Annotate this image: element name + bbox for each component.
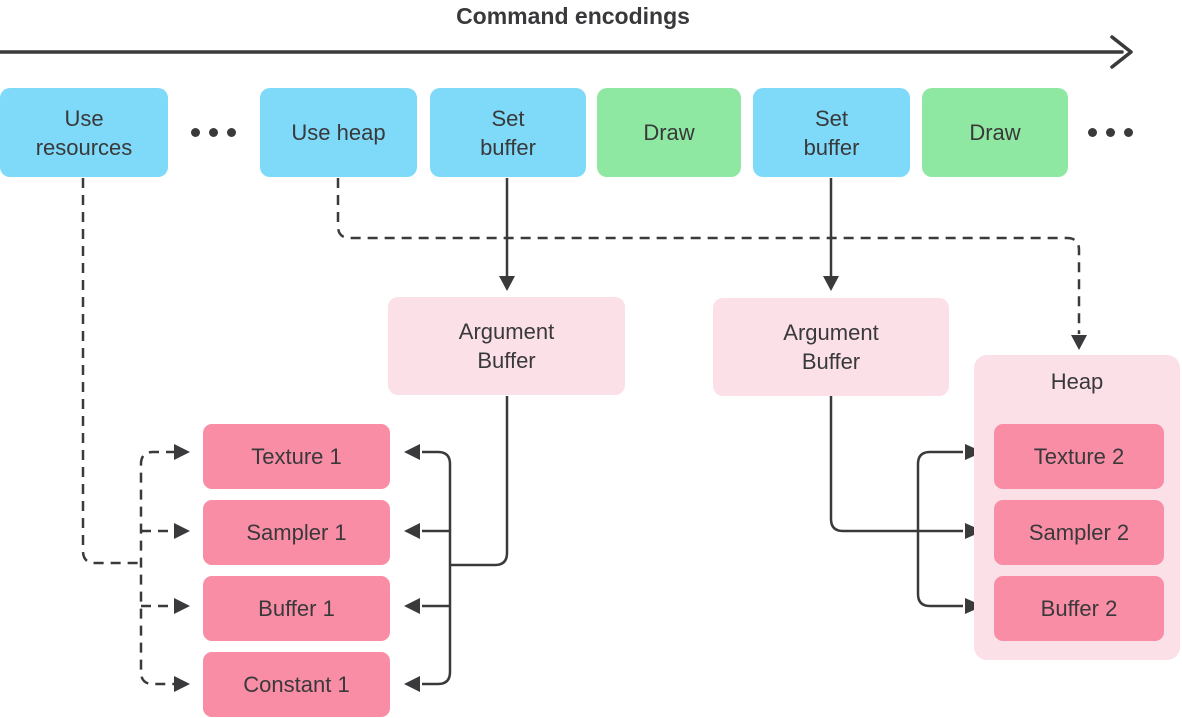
draw-1-command-box: Draw bbox=[597, 88, 741, 177]
buffer-1-box: Buffer 1 bbox=[203, 576, 390, 641]
sampler-1-box: Sampler 1 bbox=[203, 500, 390, 565]
draw-2-command-box: Draw bbox=[922, 88, 1068, 177]
use-heap-command-box: Use heap bbox=[260, 88, 417, 177]
timeline-arrow-icon bbox=[0, 35, 1133, 69]
use-resources-command-box: Use resources bbox=[0, 88, 168, 177]
argument-buffer-1-box: Argument Buffer bbox=[388, 297, 625, 395]
diagram-title: Command encodings bbox=[456, 3, 690, 29]
use-heap-to-heap-dashed-arrow bbox=[336, 178, 1087, 350]
set-buffer2-to-argbuffer2-arrow bbox=[823, 178, 839, 291]
argbuffer2-to-heap-items-connector bbox=[829, 396, 983, 614]
set-buffer-2-command-box: Set buffer bbox=[753, 88, 910, 177]
texture-2-box: Texture 2 bbox=[994, 424, 1164, 489]
constant-1-box: Constant 1 bbox=[203, 652, 390, 717]
set-buffer1-to-argbuffer1-arrow bbox=[499, 178, 515, 291]
argument-buffer-2-box: Argument Buffer bbox=[713, 298, 949, 396]
ellipsis-right-icon bbox=[1088, 128, 1133, 137]
buffer-2-box: Buffer 2 bbox=[994, 576, 1164, 641]
sampler-2-box: Sampler 2 bbox=[994, 500, 1164, 565]
heap-container: Heap Texture 2 Sampler 2 Buffer 2 bbox=[974, 355, 1180, 660]
ellipsis-left-icon bbox=[191, 128, 236, 137]
set-buffer-1-command-box: Set buffer bbox=[430, 88, 586, 177]
argbuffer1-to-resources-connector bbox=[404, 396, 509, 692]
use-resources-dashed-connector bbox=[81, 178, 190, 692]
texture-1-box: Texture 1 bbox=[203, 424, 390, 489]
heap-label: Heap bbox=[1050, 369, 1104, 394]
